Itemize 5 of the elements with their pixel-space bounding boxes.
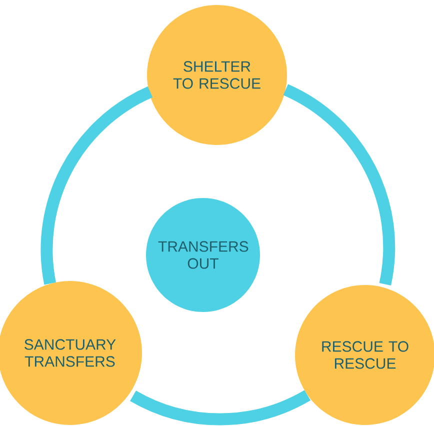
circle-node: SHELTER TO RESCUE [147,5,287,145]
ring-arc [282,84,396,286]
ring-arc [40,86,153,284]
ring-arc [130,390,310,426]
circle-node: TRANSFERS OUT [146,198,260,312]
